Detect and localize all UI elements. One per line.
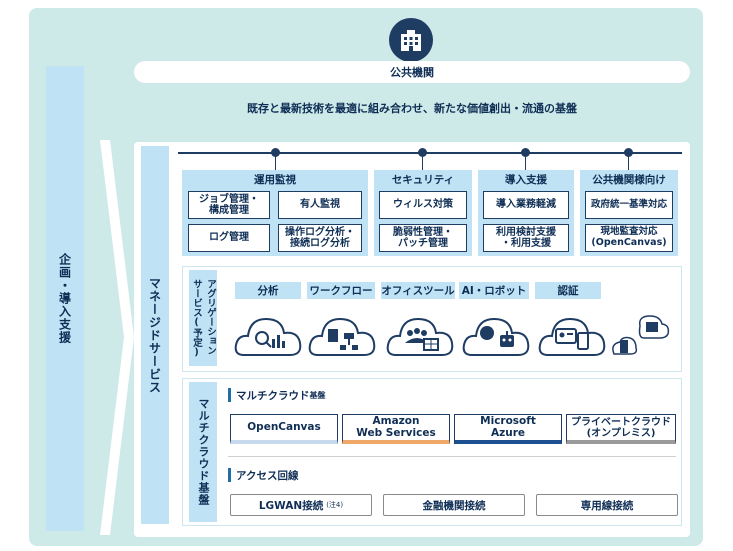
- cloud-provider-aws: Amazon Web Services: [342, 414, 450, 444]
- workflow-cloud-icon: [306, 305, 378, 361]
- vulnerability-patch-management: 脆弱性管理・ パッチ管理: [379, 224, 467, 252]
- authentication-cloud-icon: [536, 305, 608, 361]
- multicloud-title-suffix: 基盤: [309, 390, 326, 400]
- log-analysis: 操作ログ分析・ 接続ログ分析: [278, 224, 362, 252]
- multicloud-label: マルチクラウド基盤: [197, 398, 210, 506]
- government-standards: 政府統一基準対応: [585, 191, 673, 219]
- cloud-provider-aws-label: Amazon Web Services: [356, 414, 436, 439]
- aggregation-services-label: アグリゲーション サービス(予定): [191, 278, 216, 358]
- service-label-office-tools: オフィスツール: [381, 282, 455, 299]
- access-line-lgwan-label: LGWAN接続: [258, 499, 324, 512]
- connector-dot: [418, 148, 427, 157]
- connector-stem: [628, 156, 629, 170]
- antivirus: ウィルス対策: [379, 191, 467, 219]
- multicloud-section-title: マルチクラウド 基盤: [228, 388, 428, 402]
- arrow-right-icon: [100, 140, 134, 535]
- multicloud-bar: マルチクラウド基盤: [189, 382, 217, 522]
- connector-dot: [624, 148, 633, 157]
- job-config-management: ジョブ管理・ 構成管理: [188, 191, 270, 219]
- small-buildings-cloud-icon: [610, 308, 670, 356]
- cloud-provider-azure-label: Microsoft Azure: [480, 414, 536, 439]
- connector-dot: [271, 148, 280, 157]
- connector-line: [178, 152, 682, 154]
- analytics-cloud-icon: [232, 305, 304, 361]
- service-label-analytics: 分析: [235, 282, 301, 299]
- service-label-workflow: ワークフロー: [307, 282, 375, 299]
- access-line-dedicated: 専用線接続: [536, 494, 678, 516]
- access-line-lgwan: LGWAN接続 (注4): [230, 494, 372, 516]
- access-line-lgwan-note: (注4): [326, 501, 344, 509]
- access-line-financial-label: 金融機関接続: [422, 499, 486, 512]
- connector-dot: [521, 148, 530, 157]
- office-building-icon: [389, 18, 433, 62]
- onsite-audit: 現地監査対応 (OpenCanvas): [585, 224, 673, 252]
- divider: [228, 456, 676, 457]
- manned-monitoring: 有人監視: [278, 191, 362, 219]
- managed-service-label: マネージドサービス: [147, 276, 162, 394]
- ai-robot-cloud-icon: [460, 305, 532, 361]
- category-public-sector-title: 公共機関様向け: [580, 170, 678, 188]
- category-security-title: セキュリティ: [374, 170, 472, 188]
- access-line-financial: 金融機関接続: [383, 494, 525, 516]
- planning-support-bar: 企画・導入支援: [46, 66, 84, 531]
- office-tools-cloud-icon: [384, 305, 456, 361]
- access-line-dedicated-label: 専用線接続: [580, 499, 634, 512]
- usage-support: 利用検討支援 ・利用支援: [483, 224, 569, 252]
- service-label-ai-robot: AI・ロボット: [459, 282, 529, 299]
- category-monitoring-title: 運用監視: [182, 170, 368, 188]
- connector-stem: [275, 156, 276, 170]
- service-label-authentication: 認証: [535, 282, 601, 299]
- public-sector-title: 公共機関: [134, 61, 690, 83]
- multicloud-title-text: マルチクラウド: [236, 389, 310, 402]
- cloud-provider-private: プライベートクラウド (オンプレミス): [566, 414, 676, 444]
- managed-service-bar: マネージドサービス: [141, 146, 169, 524]
- cloud-provider-opencanvas-label: OpenCanvas: [247, 420, 321, 433]
- connector-stem: [422, 156, 423, 170]
- cloud-provider-azure: Microsoft Azure: [454, 414, 562, 444]
- cloud-provider-opencanvas: OpenCanvas: [230, 414, 338, 444]
- log-management: ログ管理: [188, 224, 270, 252]
- access-lines-title: アクセス回線: [228, 468, 428, 482]
- onboarding-workload-reduction: 導入業務軽減: [483, 191, 569, 219]
- category-onboarding-title: 導入支援: [478, 170, 574, 188]
- planning-support-label: 企画・導入支援: [57, 253, 72, 344]
- tagline: 既存と最新技術を最適に組み合わせ、新たな価値創出・流通の基盤: [247, 102, 577, 115]
- cloud-provider-private-label: プライベートクラウド (オンプレミス): [571, 416, 671, 439]
- aggregation-services-bar: アグリゲーション サービス(予定): [189, 270, 217, 366]
- connector-stem: [525, 156, 526, 170]
